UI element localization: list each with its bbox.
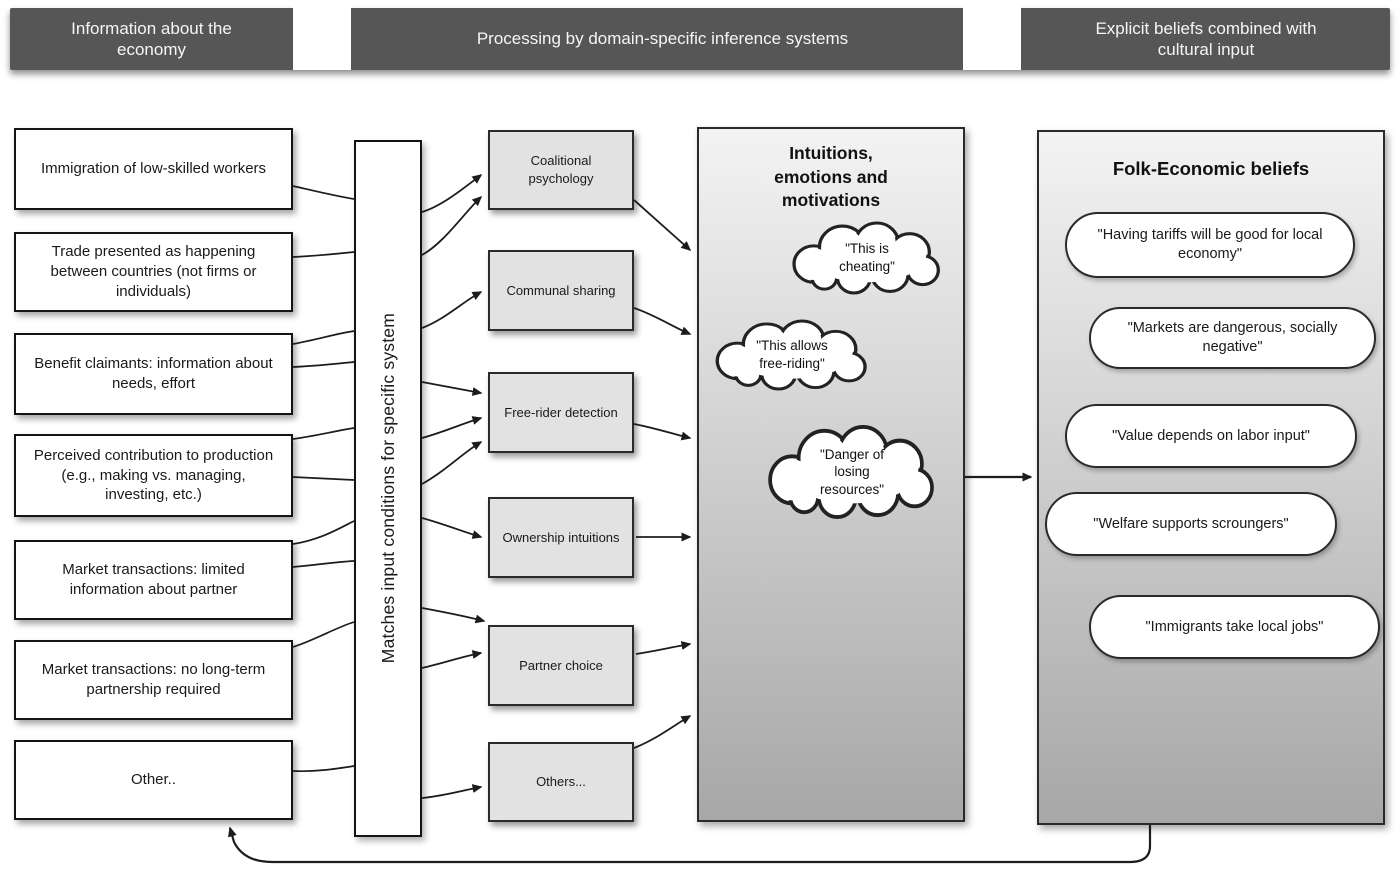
input-box-other: Other..	[14, 740, 293, 820]
input-to-matcher-lines	[292, 185, 355, 773]
thought-cloud-cheating-text: "This is cheating"	[839, 241, 895, 274]
input-box-trade: Trade presented as happening between cou…	[14, 232, 293, 312]
folk-beliefs-panel: Folk-Economic beliefs "Having tariffs wi…	[1037, 130, 1385, 825]
header-gap-left	[293, 4, 351, 70]
belief-pill-immigrants: "Immigrants take local jobs"	[1089, 595, 1380, 659]
intuitions-panel-title: Intuitions, emotions and motivations	[774, 143, 888, 211]
thought-cloud-free-riding-text: "This allows free-riding"	[756, 338, 828, 371]
system-box-communal-sharing: Communal sharing	[488, 250, 634, 331]
matcher-to-system-arrows	[421, 174, 486, 799]
system-box-others: Others...	[488, 742, 634, 822]
belief-pill-tariffs: "Having tariffs will be good for local e…	[1065, 212, 1355, 278]
system-box-free-rider-detection: Free-rider detection	[488, 372, 634, 453]
header-gap-right	[963, 4, 1021, 70]
input-box-contribution: Perceived contribution to production (e.…	[14, 434, 293, 517]
header-beliefs-label: Explicit beliefs combined with cultural …	[1095, 18, 1317, 59]
system-box-partner-choice: Partner choice	[488, 625, 634, 706]
input-box-market-no-longterm: Market transactions: no long-term partne…	[14, 640, 293, 720]
folk-beliefs-title: Folk-Economic beliefs	[1112, 158, 1310, 179]
belief-pill-welfare: "Welfare supports scroungers"	[1045, 492, 1337, 556]
belief-pill-labor: "Value depends on labor input"	[1065, 404, 1357, 468]
thought-cloud-losing-resources: "Danger of losing resources"	[760, 423, 944, 521]
input-box-immigration: Immigration of low-skilled workers	[14, 128, 293, 210]
belief-pill-markets: "Markets are dangerous, socially negativ…	[1089, 307, 1376, 369]
thought-cloud-free-riding: "This allows free-riding"	[708, 318, 876, 392]
header-band: Information about the economy Processing…	[10, 8, 1390, 70]
header-information-label: Information about the economy	[71, 18, 232, 59]
matcher-label: Matches input conditions for specific sy…	[377, 313, 398, 664]
matcher-bar: Matches input conditions for specific sy…	[354, 140, 422, 837]
intuitions-panel: Intuitions, emotions and motivations "Th…	[697, 127, 965, 822]
header-processing-label: Processing by domain-specific inference …	[476, 29, 849, 49]
system-box-coalitional-psychology: Coalitional psychology	[488, 130, 634, 210]
thought-cloud-losing-resources-text: "Danger of losing resources"	[819, 446, 885, 497]
thought-cloud-cheating: "This is cheating"	[785, 220, 949, 296]
system-box-ownership-intuitions: Ownership intuitions	[488, 497, 634, 578]
input-box-benefit-claimants: Benefit claimants: information about nee…	[14, 333, 293, 415]
system-to-intuitions-arrows	[633, 199, 692, 749]
input-box-market-limited-info: Market transactions: limited information…	[14, 540, 293, 620]
